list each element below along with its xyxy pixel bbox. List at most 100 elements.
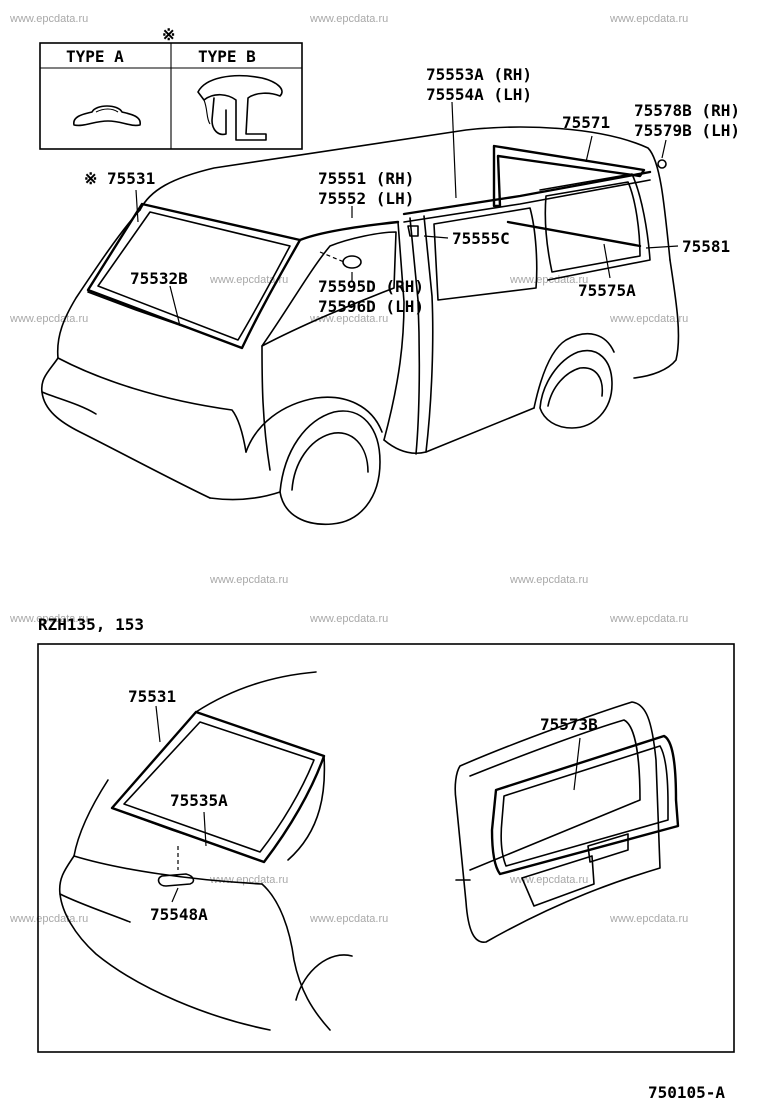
part-label-75578b: 75578B (RH) [634,101,740,120]
part-label-75554a: 75554A (LH) [426,85,532,104]
van-roof-line [139,126,671,261]
front-door-rear-edge [383,221,405,441]
watermark: www.epcdata.ru [609,313,688,325]
part-labels-bottom: 75531 75573B 75535A 75548A [128,687,598,924]
watermark: www.epcdata.ru [609,13,688,25]
van-bumper-line [41,391,97,415]
front-wheel-arch [245,396,383,453]
legend-type-b: TYPE B [198,47,256,66]
roof-drip-molding [402,170,652,216]
leader-line [135,189,139,223]
back-window-weatherstrip [490,734,680,876]
legend-type-a: TYPE A [66,47,124,66]
watermark: www.epcdata.ru [9,913,88,925]
end-cap-part [407,225,419,237]
part-label-75555c: 75555C [452,229,510,248]
part-labels-top: 75553A (RH) 75554A (LH) 75571 75578B (RH… [84,65,740,316]
leader-line [451,101,457,199]
front-door-window [261,231,397,347]
watermark: www.epcdata.ru [509,874,588,886]
inset-emblem-part [157,873,195,887]
leader-line [585,135,593,163]
sliding-door-front [423,215,434,453]
leader-line [423,235,449,239]
inset-frame [37,643,735,1053]
watermark: www.epcdata.ru [309,313,388,325]
type-b-profile-shape [197,74,283,141]
watermark: www.epcdata.ru [309,13,388,25]
rocker-panel [383,407,535,455]
type-b-profile-shape [211,97,227,136]
part-label-75531-bottom: 75531 [128,687,176,706]
inset-roof-line [195,671,317,713]
leader-line [661,139,667,159]
inset-rear-door-view [454,701,680,943]
part-dashed-guide [319,251,345,263]
quarter-window [544,181,641,273]
part-label-75532b: 75532B [130,269,188,288]
watermark: www.epcdata.ru [209,274,288,286]
back-door-panel [454,701,661,943]
inset-fender [261,883,331,1031]
watermark: www.epcdata.ru [509,574,588,586]
watermark: www.epcdata.ru [9,313,88,325]
leader-lines-bottom [155,705,581,903]
inset-windshield-glass [123,721,315,853]
van-front-bumper [40,357,211,499]
watermark: www.epcdata.ru [309,613,388,625]
inset-hood-line [73,855,263,885]
watermark: www.epcdata.ru [9,13,88,25]
van-rear-body [633,259,680,379]
part-label-75571: 75571 [562,113,610,132]
leader-line [171,887,179,903]
windshield-lower-molding [87,291,243,349]
part-label-75531-top: ※ 75531 [84,169,155,188]
model-label: RZH135, 153 [38,615,144,634]
sliding-door-window [433,207,538,301]
van-hood-line [57,357,247,453]
legend-mark: ※ [162,25,175,44]
leader-line [203,811,207,847]
watermark-group: www.epcdata.ru www.epcdata.ru www.epcdat… [9,13,688,925]
van-lower-body [209,491,281,501]
inset-front-body [73,779,109,857]
inset-wheel-arch [295,954,353,1001]
rear-wheel [539,349,613,429]
rear-wheel-arch [533,332,615,409]
watermark: www.epcdata.ru [609,613,688,625]
part-label-75581: 75581 [682,237,730,256]
back-door-handle [587,833,629,863]
inset-front-bumper [58,855,271,1031]
part-label-75595d: 75595D (RH) [318,277,424,296]
watermark: www.epcdata.ru [9,613,88,625]
figure-code: 750105-A [648,1083,725,1102]
rear-side-weatherstrip [492,144,646,208]
watermark: www.epcdata.ru [209,874,288,886]
front-door-front-edge [261,345,271,471]
leader-line [603,243,611,279]
door-bumper-part [342,255,362,269]
part-label-75573b: 75573B [540,715,598,734]
type-a-profile-shape [95,108,119,113]
part-label-75552: 75552 (LH) [318,189,414,208]
leader-line [169,285,181,327]
watermark: www.epcdata.ru [309,913,388,925]
inset-front-view [58,671,353,1031]
watermark: www.epcdata.ru [609,913,688,925]
part-label-75579b: 75579B (LH) [634,121,740,140]
roof-drip-molding-inner [403,179,651,223]
slide-window-channel [506,220,642,248]
part-label-75548a: 75548A [150,905,208,924]
front-door-belt-molding [298,220,400,242]
van-front-body [56,209,141,359]
part-label-75553a: 75553A (RH) [426,65,532,84]
leader-line [645,245,679,249]
clip-part [657,159,667,169]
type-a-profile-shape [73,105,141,127]
windshield-glass [97,211,291,341]
leader-line [573,737,581,791]
back-door-license-recess [521,855,595,907]
type-b-profile-shape [203,99,211,125]
